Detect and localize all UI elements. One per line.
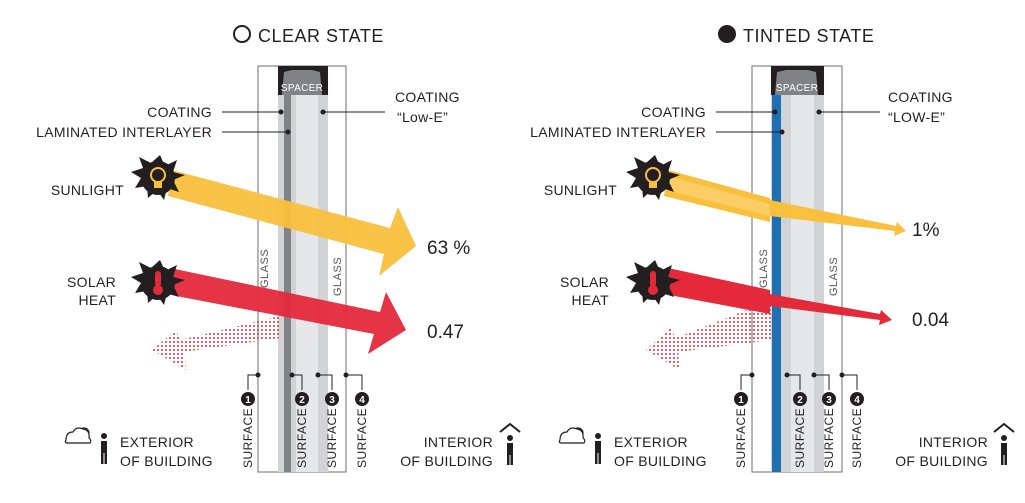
glass-label-left: GLASS: [259, 249, 271, 288]
cloud-sun-icon: [64, 427, 92, 444]
solar-heat-label-line2: HEAT: [572, 292, 610, 308]
sunlight-label: SUNLIGHT: [51, 182, 124, 198]
house-person-icon: [499, 422, 521, 465]
surface-1-number: 1: [245, 395, 251, 406]
interior-label-line2: OF BUILDING: [895, 453, 988, 469]
person-icon: [595, 433, 601, 464]
filled-circle-icon: [718, 25, 736, 43]
house-person-icon: [993, 422, 1015, 465]
spacer-label: SPACER: [776, 83, 818, 94]
reflected-heat-arrow: [152, 316, 280, 370]
surface-3-label: SURFACE: [822, 408, 836, 468]
surface-4-number: 4: [359, 395, 365, 406]
panel-tinted-state: TINTED STATE SPACER GLASS GLASS COATING …: [530, 25, 1015, 473]
spacer-inner: [282, 70, 322, 95]
solar-heat-arrow: [664, 268, 770, 314]
solar-heat-label: SOLAR: [67, 274, 116, 290]
exterior-label-line2: OF BUILDING: [120, 453, 213, 469]
surface-2: 2 SURFACE: [295, 392, 309, 468]
laminated-interlayer-label: LAMINATED INTERLAYER: [530, 124, 706, 140]
glass-label-right: GLASS: [332, 257, 344, 296]
cloud-sun-icon: [558, 427, 586, 444]
coating-label: COATING: [147, 104, 212, 120]
solar-heat-label-line2: HEAT: [79, 292, 117, 308]
surface-4-label: SURFACE: [355, 408, 369, 468]
surface-2-number: 2: [797, 395, 803, 406]
glass-label-right: GLASS: [828, 257, 840, 296]
surface-1: 1 SURFACE: [241, 392, 255, 468]
tinted-interlayer: [772, 80, 781, 472]
coating-lowe-sublabel: “LOW-E”: [888, 109, 945, 125]
reflected-heat-arrow: [646, 300, 772, 370]
interior-label: INTERIOR: [919, 434, 988, 450]
surface-1-label: SURFACE: [241, 408, 255, 468]
sunlight-transmission-value: 63 %: [427, 238, 470, 259]
spacer-label: SPACER: [281, 83, 323, 94]
coating-lowe-label: COATING: [888, 89, 953, 105]
sunlight-transmission-value: 1%: [912, 220, 940, 241]
surface-1: 1 SURFACE: [734, 392, 748, 468]
surface-2-label: SURFACE: [295, 408, 309, 468]
exterior-label: EXTERIOR: [614, 434, 688, 450]
sunlight-arrow-transmitted: [770, 200, 906, 236]
surface-2-number: 2: [299, 395, 305, 406]
coating-lowe-label: COATING: [395, 89, 460, 105]
surface-1-number: 1: [738, 395, 744, 406]
surface-3-label: SURFACE: [325, 408, 339, 468]
surface-3-number: 3: [826, 395, 832, 406]
surface-1-label: SURFACE: [734, 408, 748, 468]
solar-heat-gain-value: 0.47: [427, 322, 464, 343]
glass-pane-inner: [318, 66, 328, 472]
open-circle-icon: [233, 25, 251, 43]
person-icon: [101, 433, 107, 464]
coating-label: COATING: [641, 104, 706, 120]
sunlight-bulb-icon: [131, 155, 185, 200]
exterior-label: EXTERIOR: [120, 434, 194, 450]
sunlight-arrow: [168, 170, 416, 276]
surface-4: 4 SURFACE: [850, 392, 864, 468]
solar-heat-thermometer-icon: [131, 260, 185, 305]
state-title: TINTED STATE: [743, 26, 874, 46]
surface-4: 4 SURFACE: [355, 392, 369, 468]
solar-heat-thermometer-icon: [626, 260, 680, 305]
solar-heat-label: SOLAR: [560, 274, 609, 290]
laminated-interlayer: [284, 95, 291, 472]
sunlight-bulb-icon: [626, 155, 680, 200]
surface-2: 2 SURFACE: [793, 392, 807, 468]
surface-4-label: SURFACE: [850, 408, 864, 468]
solar-heat-arrow: [166, 268, 406, 354]
exterior-label-line2: OF BUILDING: [614, 453, 707, 469]
panel-clear-state: CLEAR STATE SPACER GLASS GLASS COATING L…: [36, 25, 521, 473]
glass-pane-inner: [814, 66, 824, 472]
surface-4-number: 4: [854, 395, 860, 406]
sunlight-label: SUNLIGHT: [544, 182, 617, 198]
spacer-inner: [775, 70, 818, 95]
surface-3-number: 3: [329, 395, 335, 406]
coating-lowe-sublabel: “Low-E”: [397, 109, 448, 125]
interior-label: INTERIOR: [424, 434, 493, 450]
surface-2-label: SURFACE: [793, 408, 807, 468]
surface-3: 3 SURFACE: [325, 392, 339, 468]
air-gap: [791, 95, 814, 472]
solar-heat-gain-value: 0.04: [912, 310, 949, 331]
interior-label-line2: OF BUILDING: [400, 453, 493, 469]
laminated-interlayer-label: LAMINATED INTERLAYER: [36, 124, 212, 140]
surface-3: 3 SURFACE: [822, 392, 836, 468]
state-title: CLEAR STATE: [258, 26, 384, 46]
glass-label-left: GLASS: [758, 249, 770, 288]
solar-heat-arrow-transmitted: [770, 294, 892, 325]
